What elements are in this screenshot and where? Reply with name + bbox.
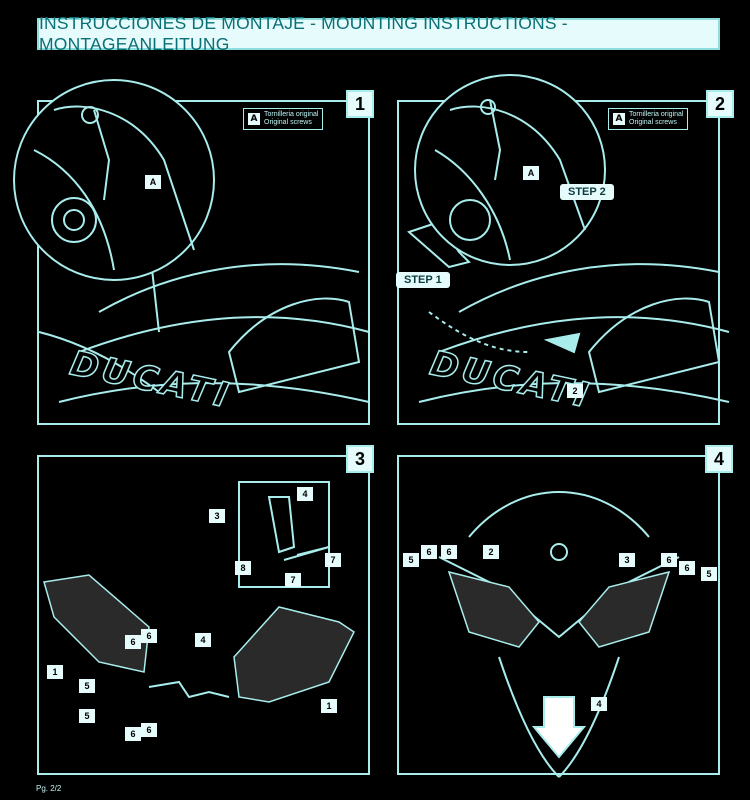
part-6-left-a: 6 — [421, 545, 437, 559]
step-1-label: STEP 1 — [396, 272, 450, 288]
page-footer: Pg. 2/2 — [36, 784, 62, 793]
part-5-top: 5 — [79, 679, 95, 693]
part-6-a: 6 — [125, 635, 141, 649]
part-6-c: 6 — [125, 727, 141, 741]
panel-number-3: 3 — [346, 445, 374, 473]
panel-number-4: 4 — [705, 445, 733, 473]
detail-part-7-b: 7 — [325, 553, 341, 567]
detail-part-4: 4 — [297, 487, 313, 501]
part-5-left: 5 — [403, 553, 419, 567]
label-a-2: A — [523, 166, 539, 180]
panel-2-illustration — [407, 220, 730, 403]
part-5-bottom: 5 — [79, 709, 95, 723]
part-6-b: 6 — [141, 629, 157, 643]
panel-number-1: 1 — [346, 90, 374, 118]
panel-4-illustration — [438, 491, 680, 778]
part-label-2: 2 — [567, 384, 583, 398]
part-5-right: 5 — [701, 567, 717, 581]
zoom-circle-2 — [414, 74, 606, 266]
detail-part-3: 3 — [209, 509, 225, 523]
panel-3: 3 1 1 4 5 5 6 6 6 6 4 3 8 7 7 — [37, 445, 374, 775]
page-title: INSTRUCCIONES DE MONTAJE - MOUNTING INST… — [37, 13, 720, 54]
part-3: 3 — [619, 553, 635, 567]
panel-4: 4 5 6 6 2 3 6 6 5 4 — [397, 445, 733, 778]
part-6-d: 6 — [141, 723, 157, 737]
panel-3-illustration — [43, 481, 355, 703]
part-1-left: 1 — [47, 665, 63, 679]
part-2: 2 — [483, 545, 499, 559]
part-6-right-b: 6 — [679, 561, 695, 575]
panel-1-illustration — [38, 241, 370, 403]
part-6-right-a: 6 — [661, 553, 677, 567]
detail-part-7-a: 7 — [285, 573, 301, 587]
part-4-center: 4 — [195, 633, 211, 647]
part-6-left-b: 6 — [441, 545, 457, 559]
part-4: 4 — [591, 697, 607, 711]
panel-number-2: 2 — [706, 90, 734, 118]
legend-key: A — [248, 113, 260, 125]
zoom-circle-1 — [13, 79, 215, 281]
step-2-label: STEP 2 — [560, 184, 614, 200]
label-a-1: A — [145, 175, 161, 189]
part-1-right: 1 — [321, 699, 337, 713]
detail-part-8: 8 — [235, 561, 251, 575]
